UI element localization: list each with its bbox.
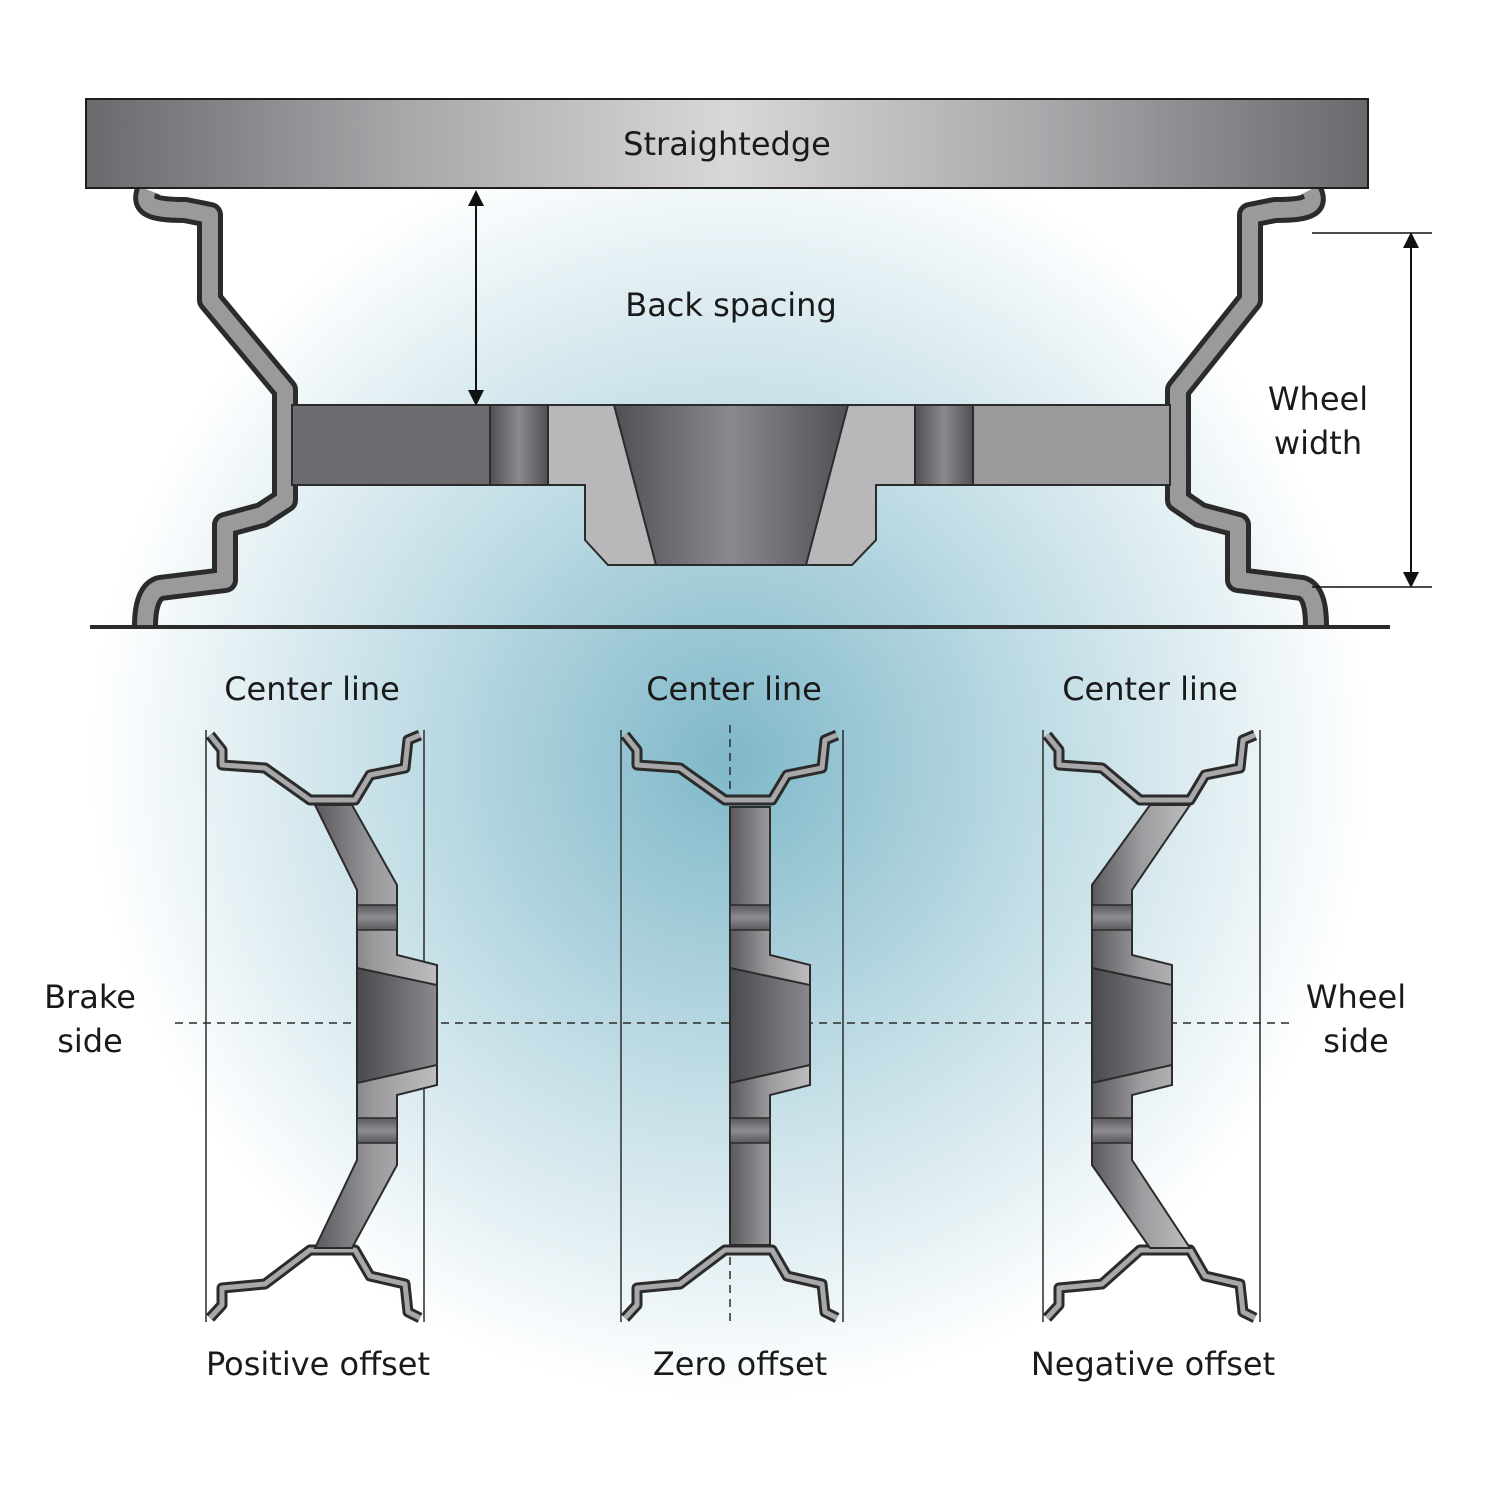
straightedge-label: Straightedge: [623, 125, 831, 163]
ground-line: [90, 625, 1390, 629]
brake-side-label-line1: Brake: [44, 978, 136, 1016]
center-bore: [612, 404, 850, 566]
wheel-side-label-line2: side: [1323, 1022, 1389, 1060]
center-line-label-negative: Center line: [1062, 670, 1238, 708]
top-wheel-assembly: [132, 183, 1329, 627]
zero-offset-label: Zero offset: [653, 1345, 827, 1383]
wheel-width-label-line2: width: [1274, 424, 1362, 462]
brake-side-label-line2: side: [57, 1022, 123, 1060]
wheel-width-label-line1: Wheel: [1268, 380, 1368, 418]
wheel-width-dimension: [1312, 232, 1432, 588]
lug-hole-left: [489, 404, 549, 486]
straightedge: Straightedge: [85, 98, 1369, 189]
wheel-side-label-line1: Wheel: [1306, 978, 1406, 1016]
lug-hole-right: [914, 404, 974, 486]
center-line-label-zero: Center line: [646, 670, 822, 708]
zero-offset-wheel: [620, 725, 844, 1325]
positive-offset-wheel: [205, 729, 438, 1323]
negative-offset-label: Negative offset: [1031, 1345, 1275, 1383]
back-spacing-label: Back spacing: [625, 286, 837, 324]
negative-offset-wheel: [1042, 729, 1261, 1323]
positive-offset-label: Positive offset: [206, 1345, 430, 1383]
center-line-label-positive: Center line: [224, 670, 400, 708]
